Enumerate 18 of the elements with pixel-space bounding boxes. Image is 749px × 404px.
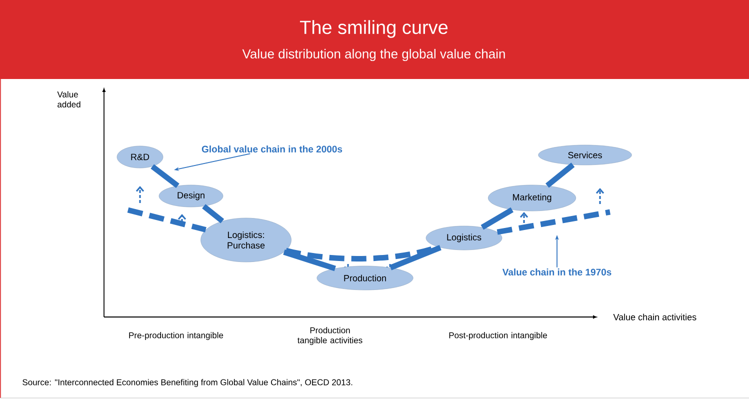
value-curve [496, 209, 610, 235]
category-label: Pre-production intangible [129, 332, 224, 340]
value-curve [283, 250, 336, 272]
axis-label: Value added [57, 91, 80, 108]
value-curve [285, 244, 440, 262]
value-curve [480, 207, 514, 230]
value-curve [127, 207, 206, 232]
title: The smiling curve [300, 20, 448, 38]
category-label: Production tangible activities [298, 327, 362, 345]
category-label: Post-production intangible [449, 332, 547, 340]
value-curve [390, 245, 442, 270]
subtitle: Value distribution along the global value chain [242, 48, 505, 62]
axis-label: Value chain activities [613, 314, 696, 320]
curve-label: Global value chain in the 2000s [202, 146, 342, 152]
value-curve [202, 204, 224, 224]
curve-label: Value chain in the 1970s [502, 268, 612, 276]
caption: Source: "Interconnected Economies Benefiting from Global Value Chains", OECD 2013. [22, 379, 352, 387]
value-curve [545, 162, 575, 188]
